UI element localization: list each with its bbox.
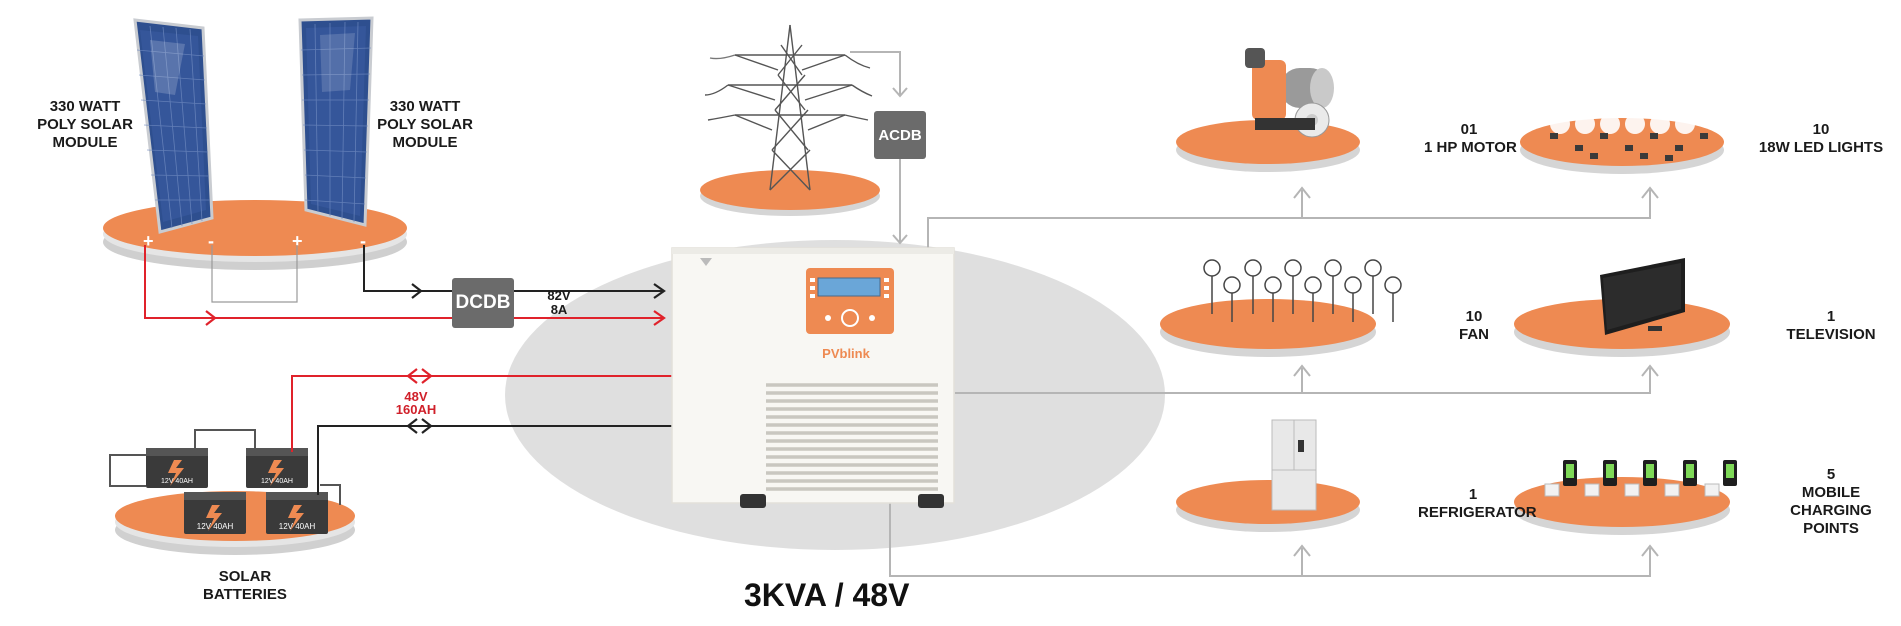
battery-cell-3: 12V 40AH [184,492,246,534]
load-motor-label: 01 1 HP MOTOR [1424,121,1517,156]
grid-platform [700,170,880,216]
television-icon [1600,258,1685,335]
svg-text:12V 40AH: 12V 40AH [261,478,293,485]
load-distribution-lines [889,190,1651,577]
solar-left-label: 330 WATT POLY SOLAR MODULE [37,98,133,151]
solar-panel-right [298,16,374,227]
battery-negative-wire [317,425,674,495]
fan-platform [1160,299,1376,357]
grid-feed-line [850,51,901,95]
inverter-brand: PVblink [822,346,870,361]
svg-text:12V 40AH: 12V 40AH [197,522,234,531]
inverter-title: 3KVA / 48V [744,577,910,613]
battery-cell-4: 12V 40AH [266,492,328,534]
dcdb-rating: 82V 8A [547,288,571,317]
svg-text:12V 40AH: 12V 40AH [161,478,193,485]
acdb-box: ACDB [874,111,926,159]
solar-panel-left [133,18,214,234]
solar-right-label: 330 WATT POLY SOLAR MODULE [377,98,473,151]
terminal-plus-2: + [292,231,303,251]
dcdb-box: DCDB [452,278,514,328]
battery-cell-2: 12V 40AH [246,448,308,488]
led-platform [1520,118,1724,174]
terminal-minus-1: - [208,231,214,251]
load-arrowheads [1293,186,1659,557]
load-fridge-label: 1 REFRIGERATOR [1418,486,1537,521]
terminal-plus-1: + [143,231,154,251]
load-charging-label: 5 MOBILE CHARGING POINTS [1790,466,1872,537]
load-fan-label: 10 FAN [1459,308,1489,343]
mobile-charging-icon [1544,460,1737,497]
transmission-tower-icon [704,24,873,191]
solar-negative-wire [363,245,664,292]
inverter-unit: PVblink [671,247,955,508]
load-tv-label: 1 TELEVISION [1786,308,1876,343]
led-lights-icon [1550,114,1708,161]
load-led-label: 10 18W LED LIGHTS [1758,121,1884,156]
panel-series-wire [211,245,298,303]
fan-icons [1203,259,1402,322]
battery-cell-1: 12V 40AH [146,448,208,488]
fridge-platform [1176,480,1360,532]
terminal-minus-2: - [360,231,366,251]
motor-icon [1245,48,1334,138]
battery-positive-wire [291,375,674,452]
refrigerator-icon [1271,419,1317,511]
battery-label: SOLAR BATTERIES [203,568,287,603]
svg-text:12V 40AH: 12V 40AH [279,522,316,531]
battery-rating: 48V 160AH [395,389,437,417]
